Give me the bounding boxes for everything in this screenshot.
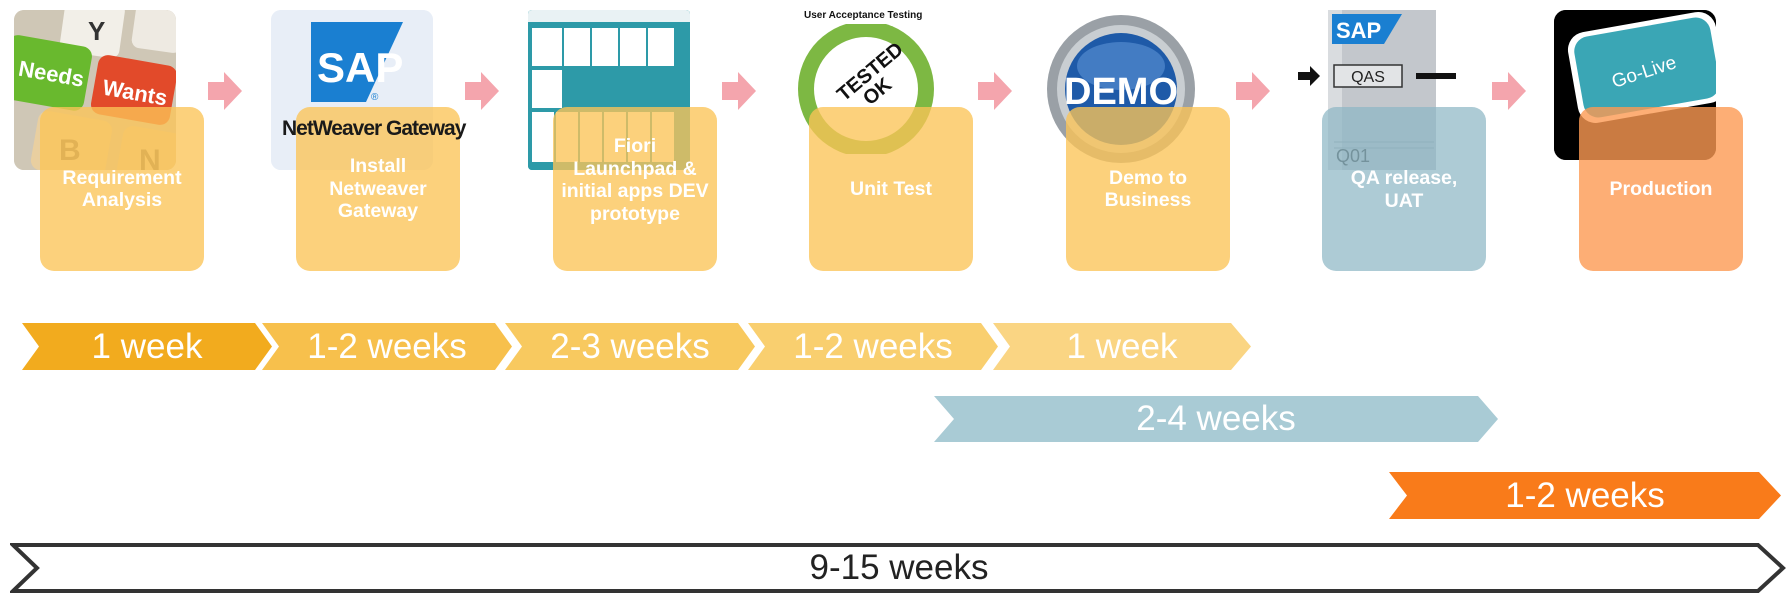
phase-label: Production <box>1609 177 1713 200</box>
timeline-duration-label: 2-3 weeks <box>550 326 710 366</box>
timeline-chevron-fiori: 2-3 weeks <box>505 323 755 370</box>
timeline-chevron-demo: 1 week <box>993 323 1251 370</box>
qas-system-text: QAS <box>1351 69 1385 86</box>
phase-label: Install Netweaver Gateway <box>329 155 427 223</box>
phase-box-unit-test: Unit Test <box>809 107 973 271</box>
svg-text:®: ® <box>371 92 379 103</box>
timeline-duration-label: 1 week <box>1066 326 1178 366</box>
connector-arrow-icon <box>1492 72 1526 110</box>
timeline-duration-label: 1-2 weeks <box>793 326 953 366</box>
qas-sap-logo-text: SAP <box>1336 18 1381 43</box>
timeline-duration-label: 1-2 weeks <box>1505 475 1665 515</box>
connector-arrow-icon <box>978 72 1012 110</box>
phase-box-install-gateway: Install Netweaver Gateway <box>296 107 460 271</box>
phase-label: Unit Test <box>850 177 932 200</box>
timeline-chevron-requirement: 1 week <box>22 323 272 370</box>
demo-text: DEMO <box>1064 71 1178 113</box>
timeline-bar-production: 1-2 weeks <box>1389 472 1781 519</box>
phase-label: QA release, UAT <box>1350 167 1458 212</box>
timeline-bar-qa: 2-4 weeks <box>934 396 1498 442</box>
phase-box-fiori-prototype: Fiori Launchpad & initial apps DEV proto… <box>553 107 717 271</box>
timeline-chevron-gateway: 1-2 weeks <box>262 323 512 370</box>
phase-box-demo-to-business: Demo to Business <box>1066 107 1230 271</box>
sap-logo-text: SAP <box>317 44 403 91</box>
phase-box-production: Production <box>1579 107 1743 271</box>
timeline-duration-label: 1 week <box>91 326 203 366</box>
phase-label: Demo to Business <box>1104 166 1192 212</box>
connector-arrow-icon <box>208 72 242 110</box>
connector-arrow-icon <box>465 72 499 110</box>
timeline-bar-total: 9-15 weeks <box>10 542 1788 594</box>
phase-box-qa-release-uat: QA release, UAT <box>1322 107 1486 271</box>
timeline-duration-label: 2-4 weeks <box>1136 399 1296 438</box>
connector-arrow-icon <box>722 72 756 110</box>
phase-box-requirement-analysis: Requirement Analysis <box>40 107 204 271</box>
uat-title-text: User Acceptance Testing <box>804 10 923 21</box>
timeline-total-label: 9-15 weeks <box>809 548 989 587</box>
key-y-label: Y <box>88 16 105 46</box>
connector-arrow-icon <box>1236 72 1270 110</box>
timeline-duration-label: 1-2 weeks <box>307 326 467 366</box>
netweaver-gateway-caption: NetWeaver Gateway <box>282 117 466 140</box>
timeline-chevron-unit-test: 1-2 weeks <box>748 323 998 370</box>
phase-label: Fiori Launchpad & initial apps DEV proto… <box>561 135 709 225</box>
phase-label: Requirement Analysis <box>62 166 182 212</box>
